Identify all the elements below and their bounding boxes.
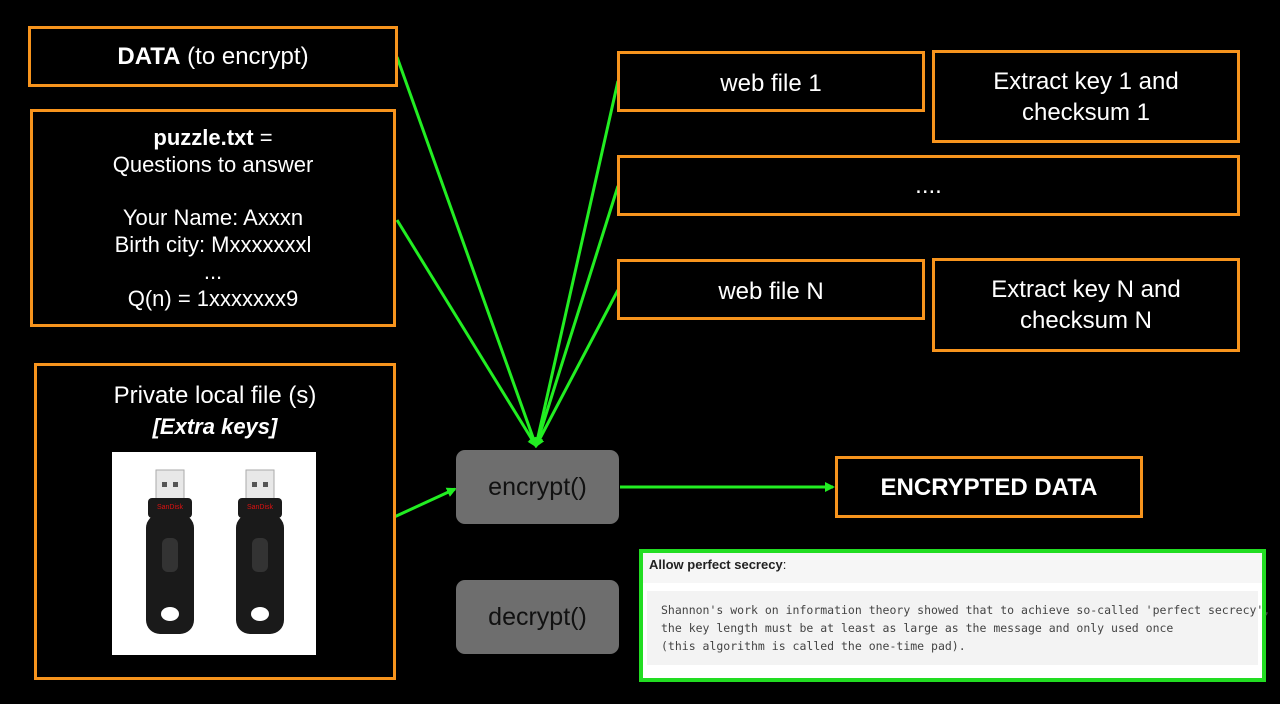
usb-drive-right-icon: SanDisk (236, 469, 284, 634)
data-box-bold: DATA (117, 43, 181, 70)
perfect-secrecy-body: Shannon's work on information theory sho… (647, 591, 1271, 665)
puzzle-line-questions: Questions to answer (112, 152, 314, 177)
usb-drives-image: SanDisk SanDisk (112, 452, 316, 655)
usb-drive-left-icon: SanDisk (146, 469, 194, 634)
extract-key-n-line1: Extract key N and (991, 276, 1181, 303)
perfect-secrecy-panel: Allow perfect secrecy: Shannon's work on… (639, 549, 1271, 682)
encrypt-button[interactable]: encrypt() (456, 450, 619, 524)
arrow-ellipsis-to-encrypt (533, 185, 620, 448)
web-file-1-label: web file 1 (720, 70, 822, 97)
arrow-webfile1-to-encrypt (532, 80, 620, 448)
extract-key-1-box: Extract key 1 and checksum 1 (932, 50, 1240, 143)
data-box-rest: (to encrypt) (180, 43, 309, 70)
web-file-n-label: web file N (718, 278, 824, 305)
puzzle-equals: = (253, 125, 273, 150)
extract-key-1-line2: checksum 1 (1021, 98, 1151, 126)
puzzle-box: puzzle.txt = Questions to answer Your Na… (30, 109, 396, 327)
extract-key-n-line2: checksum N (1019, 307, 1153, 334)
svg-text:SanDisk: SanDisk (157, 504, 184, 511)
perfect-secrecy-line3: (this algorithm is called the one-time p… (661, 639, 966, 653)
puzzle-line-name: Your Name: Axxxn (122, 205, 304, 230)
encrypted-data-box: ENCRYPTED DATA (835, 456, 1143, 518)
puzzle-line-qn: Q(n) = 1xxxxxxx9 (127, 286, 299, 311)
perfect-secrecy-line2: the key length must be at least as large… (661, 621, 1174, 635)
perfect-secrecy-header: Allow perfect secrecy: (643, 553, 1262, 583)
svg-text:SanDisk: SanDisk (247, 504, 274, 511)
private-file-subtitle: [Extra keys] (152, 414, 278, 439)
ellipsis-label: .... (915, 172, 942, 199)
puzzle-filename: puzzle.txt (153, 125, 254, 150)
web-file-1-box: web file 1 (617, 51, 925, 112)
usb-drives-icon: SanDisk SanDisk (146, 469, 284, 634)
decrypt-button[interactable]: decrypt() (456, 580, 619, 654)
perfect-secrecy-line1: Shannon's work on information theory sho… (661, 603, 1271, 617)
arrow-puzzle-to-encrypt (395, 219, 538, 448)
perfect-secrecy-heading: Allow perfect secrecy (649, 557, 783, 572)
arrow-data-to-encrypt (395, 56, 539, 448)
arrow-webfileN-to-encrypt (534, 289, 620, 448)
extract-key-1-line1: Extract key 1 and (993, 67, 1179, 95)
data-box: DATA (to encrypt) (28, 26, 398, 87)
ellipsis-box: .... (617, 155, 1240, 216)
encrypted-data-label: ENCRYPTED DATA (880, 473, 1098, 501)
puzzle-line-ellipsis: ... (203, 259, 223, 284)
web-file-n-box: web file N (617, 259, 925, 320)
extract-key-n-box: Extract key N and checksum N (932, 258, 1240, 352)
puzzle-line-city: Birth city: Mxxxxxxxl (114, 232, 312, 257)
perfect-secrecy-colon: : (782, 557, 787, 572)
private-file-title: Private local file (s) (113, 382, 317, 409)
